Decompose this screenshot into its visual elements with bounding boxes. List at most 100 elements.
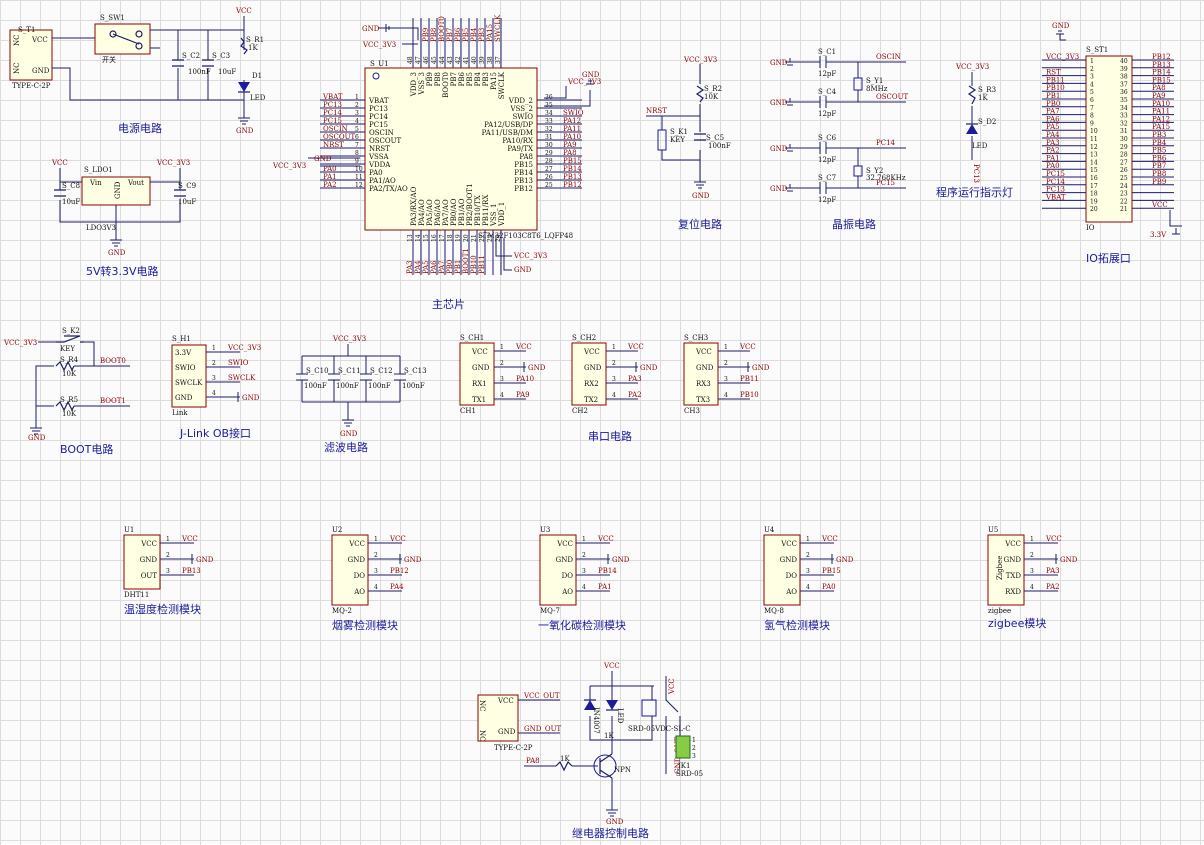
module-name: MQ-8 xyxy=(764,607,784,615)
uart-connector xyxy=(571,342,607,406)
boot-circuit: VCC_3V3 S_K2 KEY S_R4 10K S_R5 10K BOOT0… xyxy=(3,327,130,456)
mcu-bottom-pin-number: 21 xyxy=(471,234,478,242)
mcu-left-pin-number: 9 xyxy=(355,158,359,165)
mcu-left-pin-name: VSSA xyxy=(368,153,390,161)
mcu-right-net: SWIO xyxy=(563,109,584,117)
ldo-ref: S_LDO1 xyxy=(84,166,113,174)
r5-ref: S_R5 xyxy=(60,396,78,404)
mcu-vcc-top: VCC_3V3 xyxy=(362,41,396,49)
mcu-left-pin-name: OSCOUT xyxy=(369,137,402,145)
mcu-right-pin-number: 26 xyxy=(545,174,553,181)
io-left-net: PB11 xyxy=(1046,76,1065,84)
module-pin-name: VCC xyxy=(780,540,797,548)
io-left-pin-number: 2 xyxy=(1090,66,1094,73)
filter-cap-value: 100nF xyxy=(402,382,425,390)
mcu-left-net: OSCIN xyxy=(323,125,348,133)
mcu-left-pin-number: 12 xyxy=(355,182,363,189)
mcu-left-pin-number: 11 xyxy=(355,174,363,181)
uart-pin-name: GND xyxy=(584,364,602,372)
io-right-pin-number: 21 xyxy=(1120,206,1128,213)
io-right-net: PB8 xyxy=(1152,170,1166,178)
io-right-net: PB12 xyxy=(1152,53,1171,61)
module-net: GND xyxy=(836,556,854,564)
crystal-cap-value: 12pF xyxy=(818,196,836,204)
io-left-pin-number: 3 xyxy=(1090,74,1094,81)
relay-led-r: 1K xyxy=(604,732,614,740)
filter-cap-ref: S_C10 xyxy=(306,367,329,375)
jlink-pin-name: SWCLK xyxy=(175,379,203,387)
io-right-net: PA15 xyxy=(1152,123,1170,131)
boot-gnd: GND xyxy=(28,434,46,442)
uart-pin-name: VCC xyxy=(695,348,712,356)
module-pin-number: 1 xyxy=(582,536,586,543)
section-title-zigbee: zigbee模块 xyxy=(988,617,1046,630)
mcu-right-pin-name: PB13 xyxy=(514,177,533,185)
mcu-bottom-pin-name: PA5/AO xyxy=(426,199,434,226)
module-body xyxy=(331,534,369,606)
jlink-pin-name: 3.3V xyxy=(175,349,192,357)
mcu-gnd-left: GND xyxy=(314,155,332,163)
y2-value: 32.768KHz xyxy=(866,174,906,182)
io-left-pin-number: 1 xyxy=(1090,58,1094,65)
io-left-net: PA2 xyxy=(1046,147,1060,155)
mcu-left-pin-number: 5 xyxy=(355,126,359,133)
mcu-bottom-pin-name: PB2/BOOT1 xyxy=(466,183,474,226)
uart-pin-name: TX2 xyxy=(584,396,598,404)
vcc-label: VCC xyxy=(235,7,252,15)
mcu-left-pin-number: 6 xyxy=(355,134,359,141)
conn-type: TYPE-C-2P xyxy=(12,82,51,90)
module-pin-number: 2 xyxy=(374,552,378,559)
power-circuit: S_T1 VCC GND NC NC TYPE-C-2P S_SW1 开关 S_… xyxy=(9,7,266,135)
mcu-right-net: PB15 xyxy=(563,157,582,165)
power-switch[interactable] xyxy=(94,23,151,55)
y2-crystal-icon xyxy=(853,165,863,177)
mcu-top-net: PB8 xyxy=(430,28,438,42)
mcu-top-pin-number: 41 xyxy=(463,56,470,64)
y1-crystal-icon xyxy=(853,77,863,91)
mcu-right-net: PA10 xyxy=(563,133,581,141)
mcu-left-net: NRST xyxy=(323,141,344,149)
module-net: PB15 xyxy=(822,567,841,575)
relay-vcc: VCC xyxy=(603,662,620,670)
mcu-right-pin-number: 31 xyxy=(545,134,553,141)
ldo-gnd: GND xyxy=(108,249,126,257)
mcu-right-pin-number: 29 xyxy=(545,150,553,157)
io-right-pin-number: 24 xyxy=(1120,183,1128,190)
uart-net: PB10 xyxy=(740,391,759,399)
uart-pin-name: VCC xyxy=(471,348,488,356)
filter-cap-ref: S_C12 xyxy=(370,367,393,375)
k2-value: KEY xyxy=(60,345,75,353)
io-connector xyxy=(1085,55,1133,223)
module-pin-name: AO xyxy=(353,588,365,596)
mcu-bottom-net: PA7 xyxy=(438,260,446,274)
ldo-vin: Vin xyxy=(89,179,102,187)
relay-vcc-label: VCC xyxy=(668,678,676,695)
mcu-bottom-pin-name: PA6/AO xyxy=(434,199,442,226)
io-left-pin-number: 4 xyxy=(1090,81,1094,88)
uart-pin-name: TX1 xyxy=(472,396,486,404)
mcu-bottom-net: PA3 xyxy=(406,260,414,274)
mcu-top-net: PB5 xyxy=(462,28,470,42)
module-ref: U5 xyxy=(988,526,998,534)
uart-pin-number: 4 xyxy=(612,392,616,399)
conn-ref: S_T1 xyxy=(18,26,35,34)
crystal-cap-ref: S_C1 xyxy=(818,48,836,56)
io-right-pin-number: 34 xyxy=(1120,105,1128,112)
io-right-pin-number: 25 xyxy=(1120,175,1128,182)
mcu: S_U1 STM32F103C8T6_LQFP48 VBAT1VBATPC132… xyxy=(272,14,601,311)
module-pin-number: 3 xyxy=(1030,568,1034,575)
mcu-right-pin-name: PA8 xyxy=(519,153,533,161)
io-right-pin-number: 37 xyxy=(1120,81,1128,88)
mcu-top-net: PA15 xyxy=(486,24,494,42)
mcu-bottom-pin-name: VSS_1 xyxy=(490,204,498,227)
io-left-pin-number: 20 xyxy=(1090,206,1098,213)
module-pin-number: 4 xyxy=(582,584,586,591)
r2-ref: S_R2 xyxy=(704,85,722,93)
mcu-top-pin-number: 43 xyxy=(447,56,454,64)
mcu-top-pin-number: 48 xyxy=(407,56,414,64)
mcu-bottom-net: PA6 xyxy=(430,260,438,274)
io-left-net: PB0 xyxy=(1046,100,1060,108)
